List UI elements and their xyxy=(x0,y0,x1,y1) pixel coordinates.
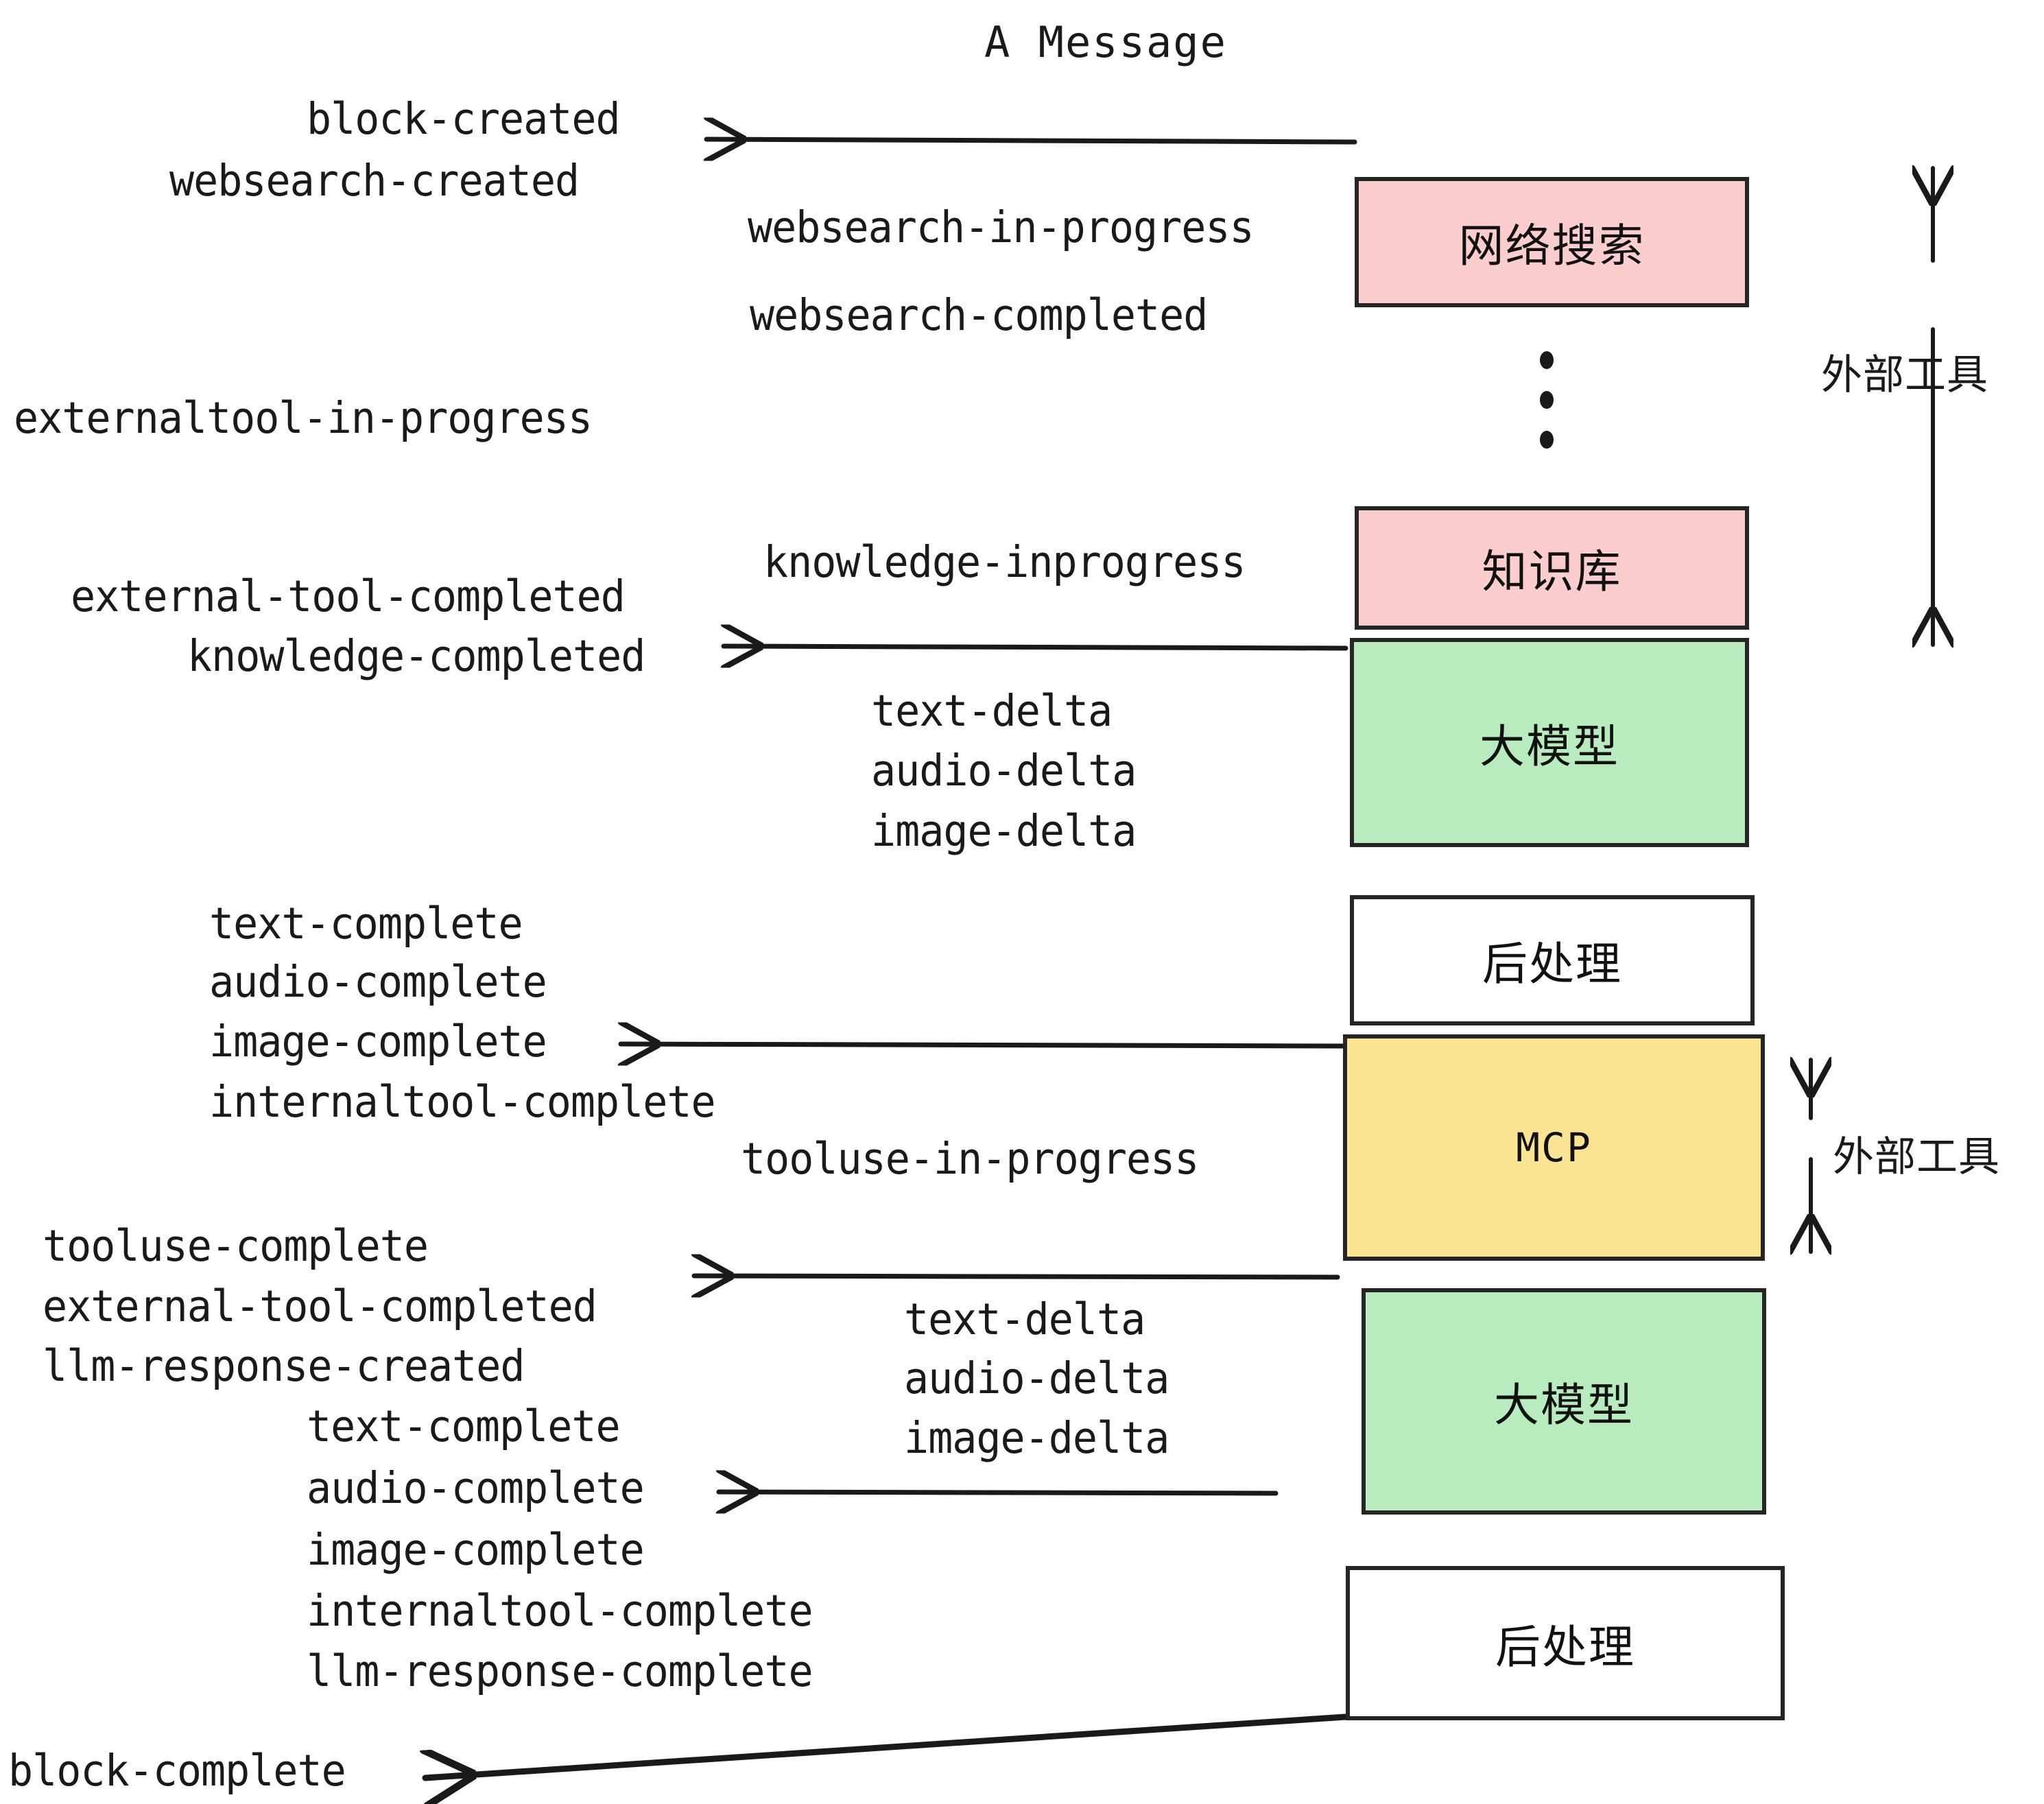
ellipsis-dot xyxy=(1540,391,1554,409)
event-label-llm-response-complete: llm-response-complete xyxy=(307,1646,813,1697)
component-box-mcp[interactable]: MCP xyxy=(1343,1034,1765,1261)
diagram-title: A Message xyxy=(984,17,1227,67)
ellipsis-dot xyxy=(1540,351,1554,369)
ellipsis-dot xyxy=(1540,431,1554,449)
event-label-websearch-completed: websearch-completed xyxy=(750,289,1208,341)
event-label-text-complete-first: text-complete xyxy=(209,898,523,949)
event-label-websearch-in-progress: websearch-in-progress xyxy=(748,202,1255,253)
component-box-websearch[interactable]: 网络搜索 xyxy=(1355,177,1749,307)
arrow-knowledge-to-knowledge-completed xyxy=(724,646,1348,648)
event-label-block-created: block-created xyxy=(307,93,621,145)
event-label-audio-delta-first: audio-delta xyxy=(871,745,1137,796)
event-label-text-complete-second: text-complete xyxy=(307,1401,621,1452)
arrow-llm2-to-audio-complete xyxy=(719,1492,1279,1493)
arrow-mcp-to-tooluse-complete xyxy=(694,1276,1340,1277)
event-label-audio-complete-second: audio-complete xyxy=(307,1462,645,1514)
side-label-external-tool-bottom: 外部工具 xyxy=(1833,1133,2000,1181)
event-label-llm-response-created: llm-response-created xyxy=(43,1340,525,1392)
event-label-external-tool-completed-first: external-tool-completed xyxy=(71,571,626,622)
event-label-external-tool-completed-second: external-tool-completed xyxy=(43,1281,597,1332)
event-label-internaltool-complete-second: internaltool-complete xyxy=(307,1585,813,1637)
arrow-post1-to-image-complete xyxy=(621,1044,1347,1046)
event-label-audio-delta-second: audio-delta xyxy=(904,1353,1169,1404)
event-label-tooluse-in-progress: tooluse-in-progress xyxy=(741,1133,1199,1185)
event-label-text-delta-first: text-delta xyxy=(871,685,1113,737)
event-label-image-delta-second: image-delta xyxy=(904,1412,1169,1464)
event-label-internaltool-complete-first: internaltool-complete xyxy=(209,1076,716,1128)
component-box-llm-first[interactable]: 大模型 xyxy=(1350,638,1749,847)
side-label-external-tool-top: 外部工具 xyxy=(1821,351,1988,399)
event-label-tooluse-complete: tooluse-complete xyxy=(43,1220,429,1272)
event-label-externaltool-in-progress: externaltool-in-progress xyxy=(14,392,593,444)
event-label-websearch-created: websearch-created xyxy=(169,155,580,206)
event-label-image-delta-first: image-delta xyxy=(871,805,1137,857)
component-box-postprocess-second[interactable]: 后处理 xyxy=(1346,1566,1785,1720)
arrow-post2-to-block-complete xyxy=(425,1713,1349,1778)
event-label-image-complete-first: image-complete xyxy=(209,1016,547,1067)
component-box-postprocess-first[interactable]: 后处理 xyxy=(1350,895,1755,1025)
event-label-image-complete-second: image-complete xyxy=(307,1524,645,1576)
event-label-block-complete: block-complete xyxy=(8,1745,346,1796)
event-label-text-delta-second: text-delta xyxy=(904,1294,1145,1345)
event-label-knowledge-inprogress: knowledge-inprogress xyxy=(763,536,1246,588)
component-box-llm-second[interactable]: 大模型 xyxy=(1362,1288,1766,1515)
component-box-knowledge[interactable]: 知识库 xyxy=(1355,506,1749,630)
event-label-knowledge-completed: knowledge-completed xyxy=(187,630,645,682)
event-label-audio-complete-first: audio-complete xyxy=(209,956,547,1008)
arrow-websearch-to-block-created xyxy=(706,139,1357,142)
